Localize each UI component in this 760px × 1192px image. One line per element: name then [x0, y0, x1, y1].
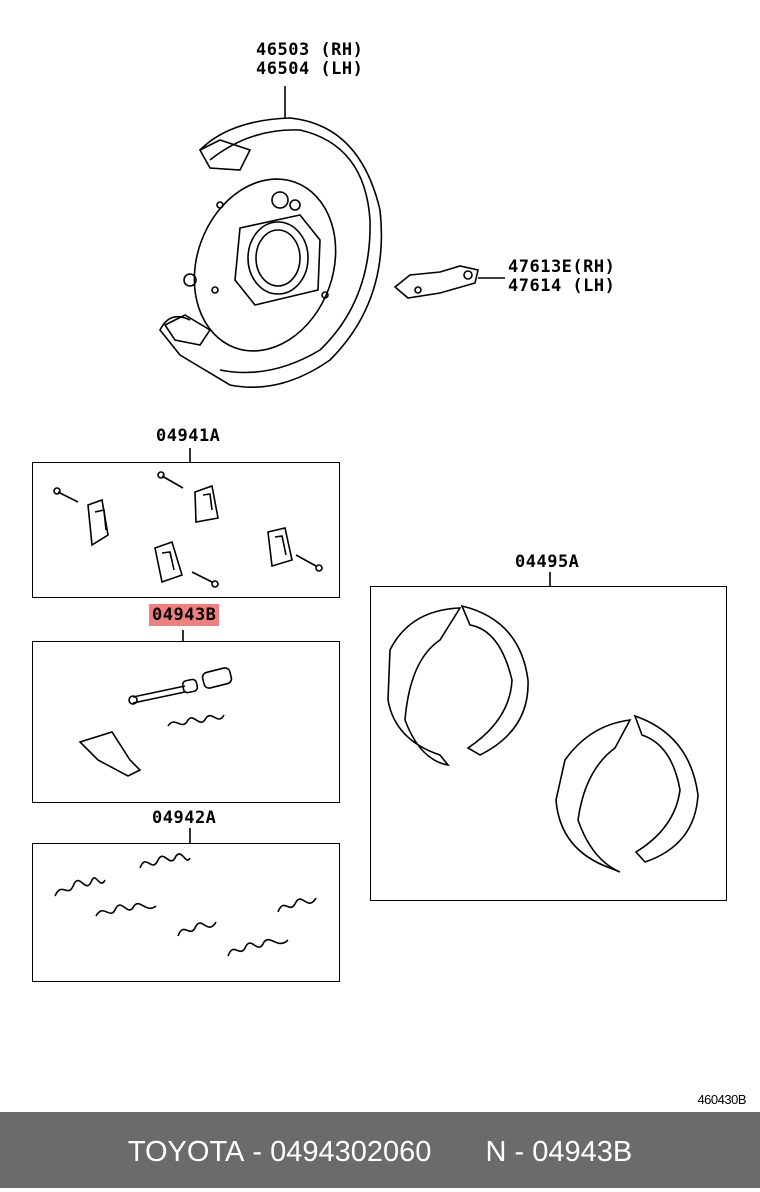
footer-text: TOYOTA - 0494302060 N - 04943B [0, 1112, 760, 1188]
shoes-box [370, 586, 727, 901]
kit-c-box [32, 843, 340, 982]
kit-a-label: 04941A [156, 426, 221, 446]
kit-b-label-highlighted: 04943B [149, 604, 220, 626]
footer-separator: - [244, 1136, 271, 1168]
bracket-lh-label: 47614 (LH) [508, 276, 616, 296]
footer-ref: 04943B [532, 1136, 633, 1168]
footer-bar: TOYOTA - 0494302060 N - 04943B [0, 1112, 760, 1188]
backing-plate-lh-label: 46504 (LH) [256, 59, 364, 79]
bracket-drawing [393, 265, 479, 299]
backing-plate-rh-label: 46503 (RH) [256, 40, 364, 60]
footer-part-number: 0494302060 [270, 1136, 432, 1168]
shoes-label: 04495A [515, 552, 580, 572]
brake-shoes-drawing [387, 604, 699, 873]
parts-diagram [53, 86, 699, 957]
figure-number: 460430B [697, 1092, 746, 1107]
kit-c-label: 04942A [152, 808, 217, 828]
kit-c-parts [54, 853, 317, 957]
kit-a-parts [53, 471, 323, 588]
footer-n-label: N [485, 1136, 507, 1168]
backing-plate-drawing [159, 117, 383, 388]
bracket-rh-label: 47613E(RH) [508, 257, 616, 277]
kit-b-parts [78, 667, 233, 777]
kit-b-box [32, 641, 340, 803]
footer-separator-2: - [506, 1136, 533, 1168]
footer-brand: TOYOTA [127, 1136, 245, 1168]
kit-a-box [32, 462, 340, 598]
